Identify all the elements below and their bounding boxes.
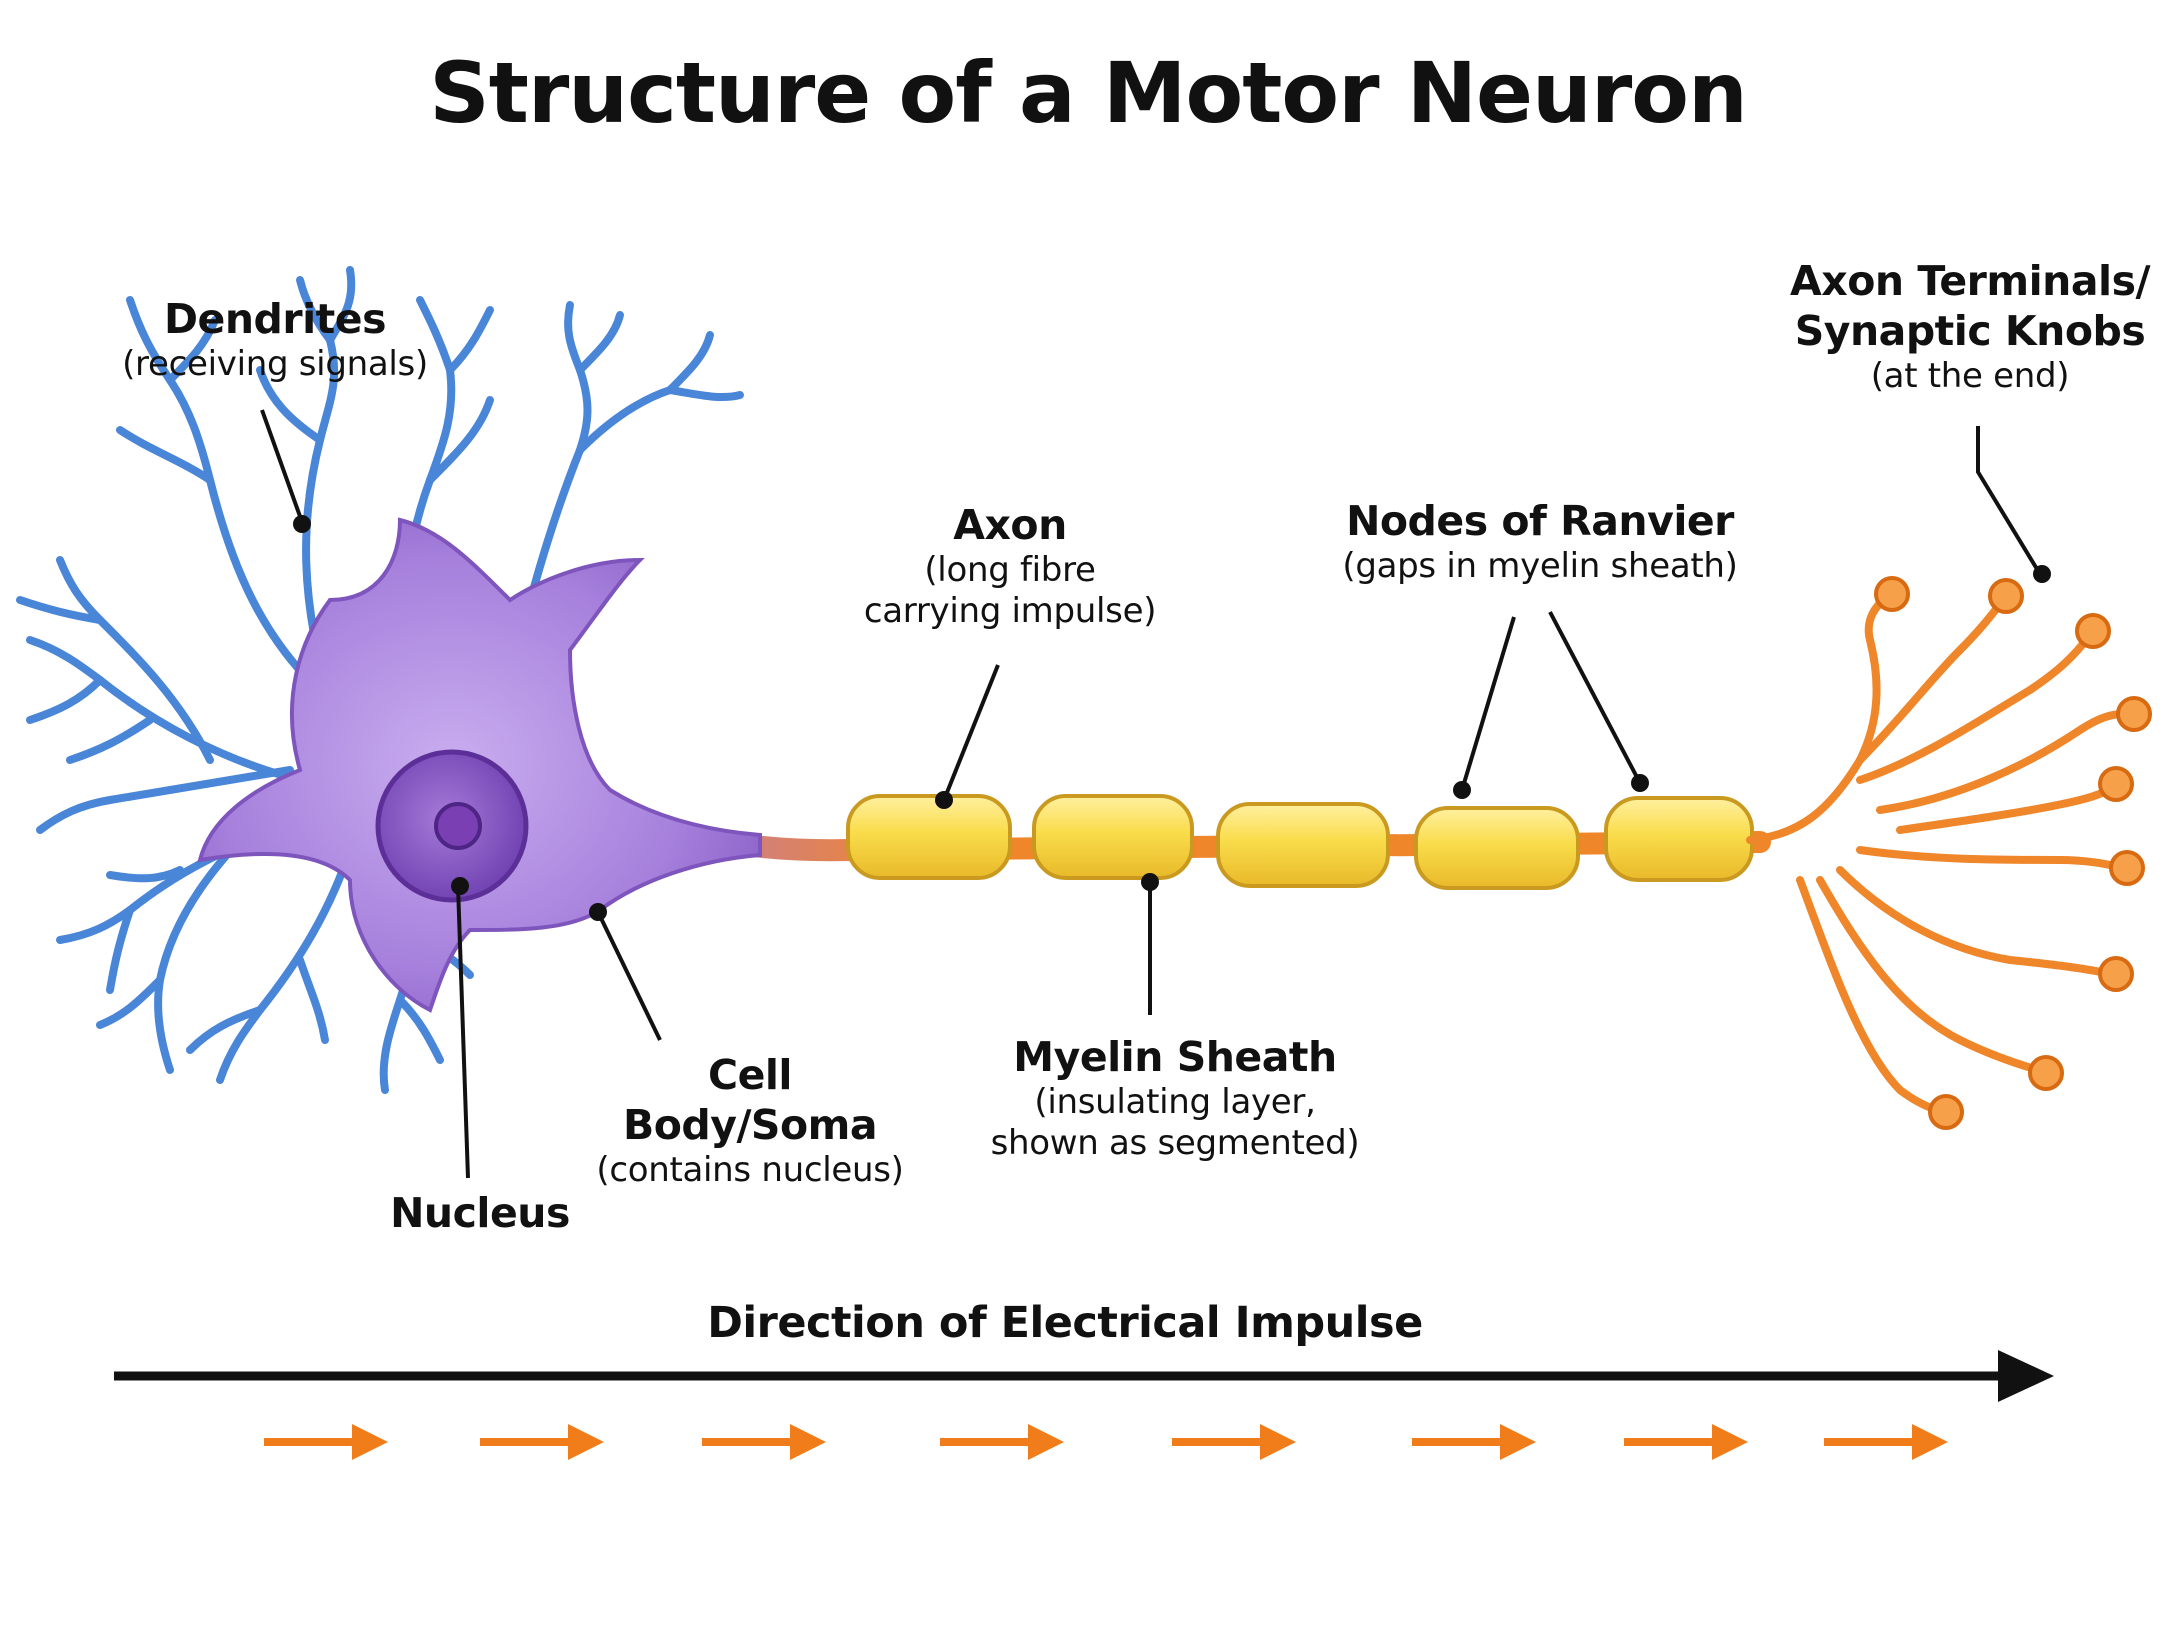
synaptic-knobs: [1874, 576, 2152, 1130]
terminals-heading-2: Synaptic Knobs: [1794, 307, 2146, 356]
myelin-heading: Myelin Sheath: [1013, 1033, 1337, 1081]
impulse-arrow: [264, 1424, 388, 1460]
nucleus-label: Nucleus: [360, 1188, 600, 1238]
axon-terminals: [1746, 591, 2136, 1116]
direction-label: Direction of Electrical Impulse: [707, 1298, 1423, 1348]
leader-dot: [1141, 873, 1159, 891]
myelin-segment: [846, 794, 1012, 880]
dendrites-sub: (receiving signals): [122, 344, 428, 385]
nucleus-leader: [456, 885, 470, 1179]
impulse-arrow: [1172, 1424, 1296, 1460]
leader-dot: [1453, 781, 1471, 799]
soma-sub: (contains nucleus): [596, 1150, 904, 1191]
myelin-sheath-label: Myelin Sheath (insulating layer, shown a…: [990, 1032, 1360, 1165]
terminals-sub: (at the end): [1870, 356, 2070, 397]
myelin-sub-2: shown as segmented): [990, 1123, 1360, 1164]
impulse-arrow: [1624, 1424, 1748, 1460]
diagram-title: Structure of a Motor Neuron: [429, 44, 1748, 142]
impulse-arrow: [702, 1424, 826, 1460]
synaptic-knob: [2116, 696, 2152, 732]
nodes-heading: Nodes of Ranvier: [1346, 497, 1734, 545]
axon-label: Axon (long fibre carrying impulse): [830, 500, 1190, 633]
cell-body-label: Cell Body/Soma (contains nucleus): [580, 1050, 920, 1192]
nucleolus: [434, 802, 482, 850]
myelin-segment: [1032, 794, 1194, 880]
myelin-segment: [1216, 802, 1390, 888]
myelin-segment: [1414, 806, 1580, 890]
axon-sub-2: carrying impulse): [863, 591, 1157, 632]
nodes-sub: (gaps in myelin sheath): [1342, 546, 1738, 587]
myelin-sheath: [846, 794, 1754, 890]
soma-leader: [596, 911, 662, 1041]
leader-dot: [2033, 565, 2051, 583]
impulse-arrow: [1824, 1424, 1948, 1460]
axon-sub-1: (long fibre: [924, 550, 1096, 591]
synaptic-knob: [2028, 1055, 2064, 1091]
dendrites-label: Dendrites (receiving signals): [110, 294, 440, 385]
synaptic-knob: [1928, 1094, 1964, 1130]
synaptic-knob: [2109, 850, 2145, 886]
impulse-arrow: [1412, 1424, 1536, 1460]
leader-dot: [451, 877, 469, 895]
leader-dot: [935, 791, 953, 809]
leader-dot: [293, 515, 311, 533]
terminals-leader: [1976, 426, 2042, 576]
nucleus-heading: Nucleus: [390, 1189, 570, 1237]
impulse-arrows: [264, 1424, 1948, 1460]
synaptic-knob: [1874, 576, 1910, 612]
axon-terminals-label: Axon Terminals/ Synaptic Knobs (at the e…: [1780, 256, 2160, 398]
dendrites-leader: [260, 409, 304, 523]
impulse-arrow: [940, 1424, 1064, 1460]
leader-dot: [1631, 774, 1649, 792]
synaptic-knob: [2075, 613, 2111, 649]
leader-dots: [293, 515, 2051, 921]
impulse-arrow: [480, 1424, 604, 1460]
dendrites-heading: Dendrites: [164, 295, 386, 343]
axon-leader: [942, 664, 1000, 801]
leader-lines: [260, 409, 2042, 1179]
soma-heading: Cell Body/Soma: [622, 1051, 878, 1150]
leader-dot: [589, 903, 607, 921]
synaptic-knob: [1988, 578, 2024, 614]
myelin-segment: [1604, 796, 1754, 882]
axon-heading: Axon: [953, 501, 1067, 549]
nodes-leader-1: [1460, 616, 1516, 791]
nodes-of-ranvier-label: Nodes of Ranvier (gaps in myelin sheath): [1330, 496, 1750, 587]
myelin-sub-1: (insulating layer,: [1034, 1082, 1316, 1123]
synaptic-knob: [2098, 766, 2134, 802]
nodes-leader-2: [1548, 611, 1642, 784]
synaptic-knob: [2098, 956, 2134, 992]
terminals-heading-1: Axon Terminals/: [1790, 257, 2150, 305]
direction-arrow: [114, 1350, 2054, 1402]
